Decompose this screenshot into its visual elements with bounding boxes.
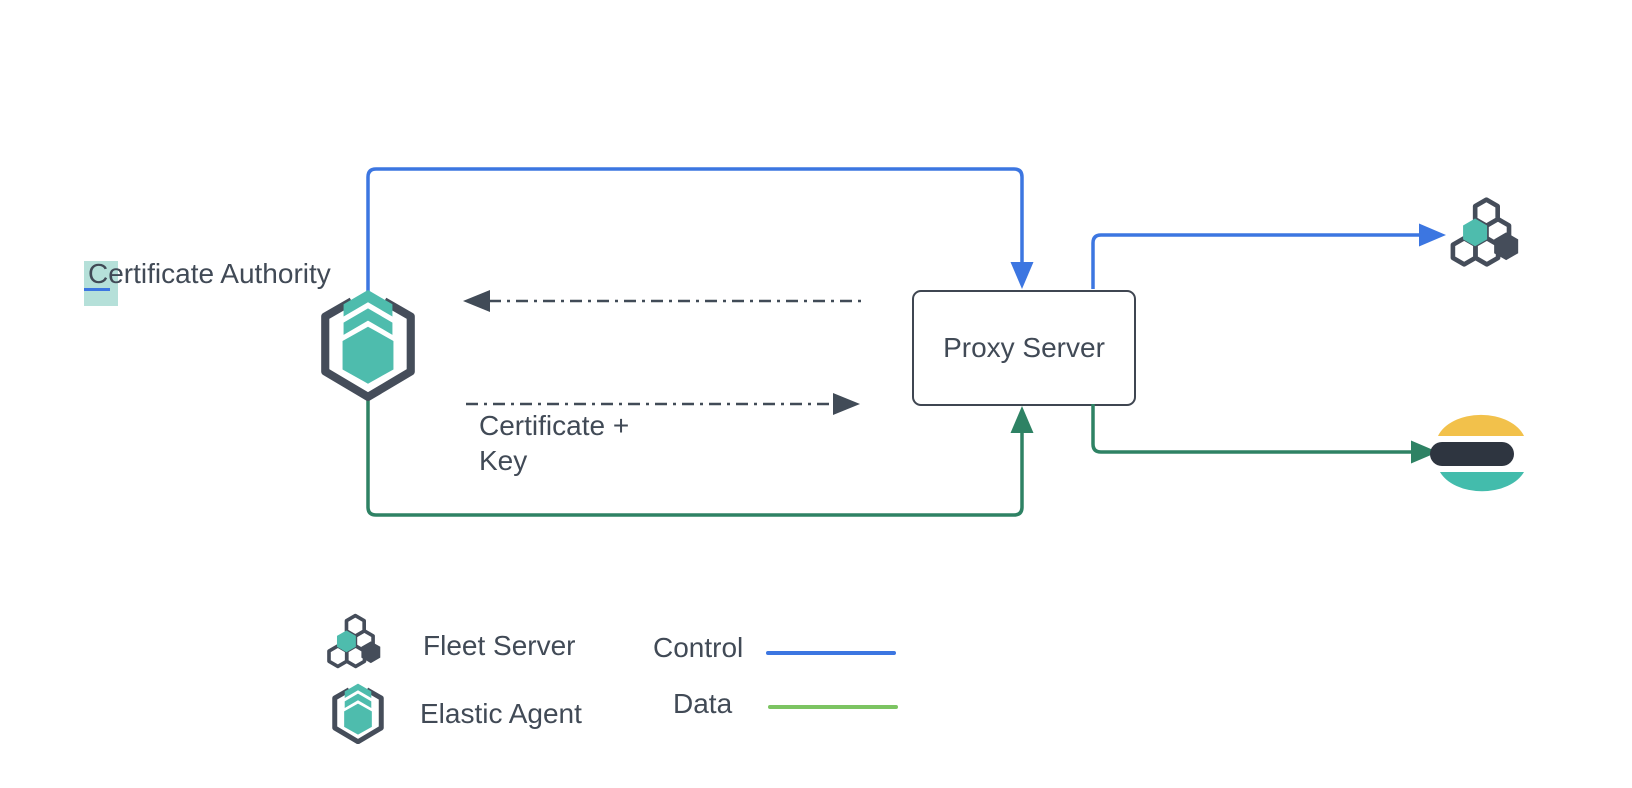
legend-data-line-sample xyxy=(768,705,898,709)
legend-control-label[interactable]: Control xyxy=(653,632,744,663)
elastic-agent-icon[interactable] xyxy=(328,682,388,744)
es-logo-top-band xyxy=(1438,414,1524,436)
legend-elastic-agent-label[interactable]: Elastic Agent xyxy=(420,698,582,729)
elastic-agent-icon[interactable] xyxy=(314,287,422,401)
connector-control-agent-to-proxy[interactable] xyxy=(366,167,1034,296)
fleet-server-icon[interactable] xyxy=(1444,186,1528,278)
es-logo-bottom-band xyxy=(1440,472,1524,492)
elasticsearch-icon[interactable] xyxy=(1430,404,1530,502)
certificate-key-label[interactable]: Certificate + Key xyxy=(479,410,630,476)
text-selection-highlight xyxy=(84,261,118,306)
connector-certificate-right-arrow[interactable] xyxy=(466,393,860,415)
text-cursor-underline xyxy=(84,288,110,291)
connector-certificate-left-arrow[interactable] xyxy=(463,290,864,312)
legend-data-label[interactable]: Data xyxy=(673,688,733,719)
es-logo-middle-band xyxy=(1430,442,1514,466)
proxy-server-label: Proxy Server xyxy=(943,332,1105,363)
certificate-authority-label[interactable]: Certificate Authority xyxy=(88,258,331,289)
legend-control-line-sample xyxy=(766,651,896,655)
connector-data-agent-to-proxy[interactable] xyxy=(366,397,1034,517)
legend-fleet-server-label[interactable]: Fleet Server xyxy=(423,630,576,661)
connector-data-proxy-to-elasticsearch[interactable] xyxy=(1091,404,1438,464)
fleet-server-icon[interactable] xyxy=(322,610,388,672)
proxy-server-node[interactable]: Proxy Server xyxy=(912,290,1136,406)
connector-control-proxy-to-fleet[interactable] xyxy=(1091,223,1446,290)
